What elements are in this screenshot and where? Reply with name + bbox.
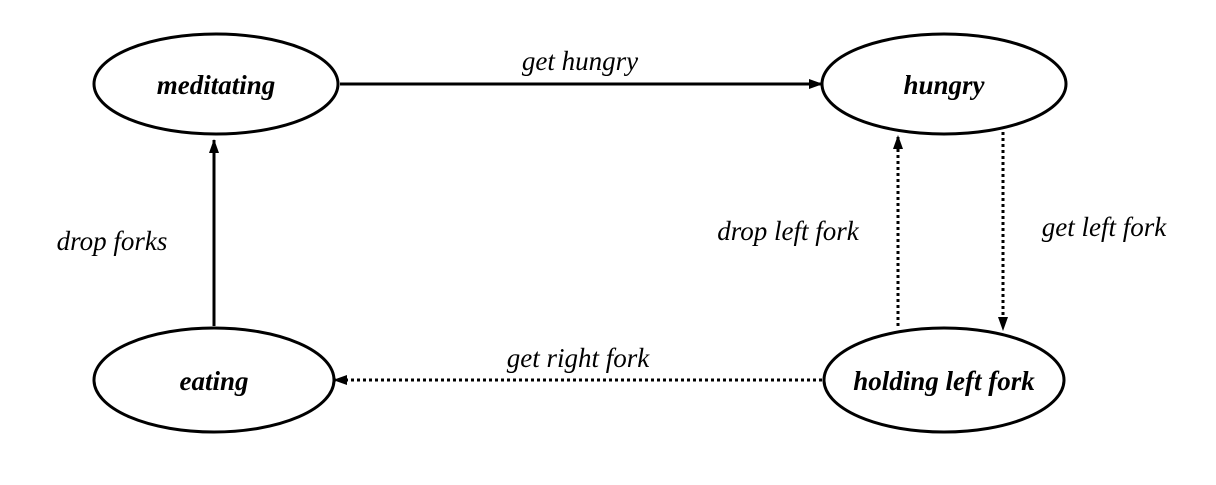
transition-get-hungry: get hungry bbox=[340, 46, 823, 89]
meditating-node bbox=[92, 32, 340, 136]
eating-node bbox=[92, 326, 336, 434]
get-hungry-label: get hungry bbox=[522, 46, 638, 76]
transition-drop-left-fork: drop left fork bbox=[717, 135, 903, 326]
transition-get-left-fork: get left fork bbox=[998, 132, 1167, 331]
state-hungry: hungry bbox=[820, 32, 1068, 136]
state-holding-left-fork: holding left fork bbox=[822, 326, 1066, 434]
state-meditating: meditating bbox=[92, 32, 340, 136]
hungry-node bbox=[820, 32, 1068, 136]
hungry-label: hungry bbox=[903, 70, 985, 100]
transition-get-right-fork: get right fork bbox=[333, 343, 822, 385]
drop-left-fork-label: drop left fork bbox=[717, 216, 860, 246]
transition-drop-forks: drop forks bbox=[57, 139, 219, 326]
drop-forks-label: drop forks bbox=[57, 226, 168, 256]
holding-left-fork-label: holding left fork bbox=[853, 366, 1035, 396]
get-right-fork-label: get right fork bbox=[507, 343, 651, 373]
meditating-label: meditating bbox=[157, 70, 276, 100]
get-left-fork-label: get left fork bbox=[1042, 212, 1167, 242]
holding-left-fork-node bbox=[822, 326, 1066, 434]
eating-label: eating bbox=[179, 366, 248, 396]
state-eating: eating bbox=[92, 326, 336, 434]
